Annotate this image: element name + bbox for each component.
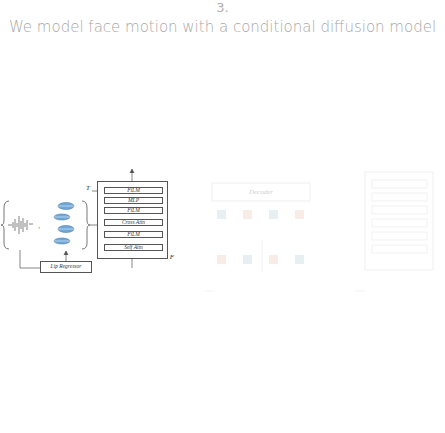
box-text: FiLM: [127, 232, 140, 238]
stack-label: F: [170, 254, 174, 261]
layer-box: FiLM: [104, 231, 163, 238]
box-text: Cross Attn: [122, 220, 145, 226]
transformer-stack: FFiLMMLPFiLMCross AttnFiLMSelf Attn: [97, 181, 168, 259]
svg-text:,: ,: [38, 222, 40, 230]
layer-box: FiLM: [104, 207, 163, 214]
lip-icons: [54, 203, 74, 245]
decoder-box: Decoder: [212, 183, 310, 201]
brackets: [1, 201, 90, 249]
figure-caption-line: We model face motion with a conditional …: [0, 18, 445, 36]
timestep-label: T: [86, 184, 90, 192]
section-number: 3.: [0, 0, 445, 15]
faded-panels: [205, 172, 433, 291]
box-text: Self Attn: [124, 245, 143, 251]
box-text: FiLM: [127, 188, 140, 194]
box-text: Decoder: [249, 189, 273, 196]
box-text: MLP: [128, 198, 139, 204]
layer-box: Self Attn: [104, 244, 163, 251]
box-text: Lip Regressor: [51, 264, 82, 270]
audio-waveform: [8, 216, 33, 234]
layer-box: FiLM: [104, 187, 163, 194]
regressor-box: Lip Regressor: [40, 261, 92, 273]
box-text: FiLM: [127, 208, 140, 214]
layer-box: Cross Attn: [104, 219, 163, 226]
layer-box: MLP: [104, 197, 163, 204]
